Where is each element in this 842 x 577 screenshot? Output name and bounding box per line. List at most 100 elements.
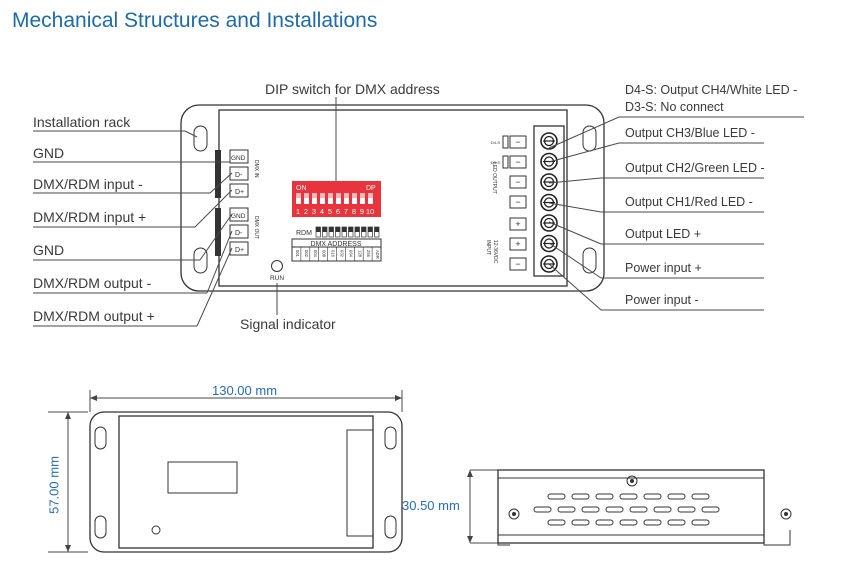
vent-slot [557, 506, 576, 513]
gnd-out-box [229, 207, 249, 222]
vent-slot [547, 493, 566, 500]
rdm-switch-knob [368, 227, 373, 232]
dip-switch-knob [320, 193, 325, 198]
address-bit-label: 016 [331, 250, 336, 258]
vent-slot [653, 506, 672, 513]
dip-switch-cell [296, 193, 301, 204]
term-mark-7 [509, 257, 527, 271]
address-bit-label: ADR [375, 250, 380, 259]
vent-slot [677, 506, 696, 513]
device-top-view: GND D- D+ GND D- D+ DMX IN DMX OUT ON DP… [180, 104, 605, 292]
vent-slot [595, 519, 614, 526]
led-output-text: LED OUTPUT [491, 162, 497, 194]
address-bit-label: 001 [295, 250, 300, 258]
vent-slot [667, 519, 686, 526]
vent-slot [619, 493, 638, 500]
address-bit-label: 032 [340, 250, 345, 258]
gnd-out-text: GND [231, 213, 246, 220]
dip-number: 5 [328, 207, 332, 216]
rdm-switch-knob [335, 227, 340, 232]
vent-slot [547, 519, 566, 526]
vent-slot [701, 506, 720, 513]
label-ch3: Output CH3/Blue LED - [625, 126, 755, 140]
device-body [218, 109, 568, 287]
page-title: Mechanical Structures and Installations [12, 9, 378, 32]
mount-slot [193, 125, 208, 152]
gnd-in-text: GND [231, 155, 246, 162]
front-dimension-view [48, 390, 403, 553]
dip-number: 3 [312, 207, 316, 216]
rdm-switch-knob [374, 227, 379, 232]
input-voltage-text: 12-36VDC [492, 240, 498, 264]
dmx-in-text: DMX IN [253, 160, 259, 178]
dip-switch-cell [368, 193, 373, 204]
vent-slot [605, 506, 624, 513]
vent-slot [643, 519, 662, 526]
d-plus-out-box [229, 241, 249, 256]
rdm-switch-knob [348, 227, 353, 232]
label-dmx-output-plus: DMX/RDM output + [33, 308, 155, 324]
dmx-out-connector [215, 208, 221, 256]
address-bit-label: 008 [322, 250, 327, 258]
dip-number: 8 [352, 207, 356, 216]
dip-switch-knob [336, 193, 341, 198]
term-mark-5 [509, 217, 527, 231]
address-bit-label: 004 [313, 250, 318, 258]
vent-slot [691, 493, 710, 500]
term-sign: − [515, 177, 520, 187]
run-led [271, 260, 283, 272]
dip-switch-cell [352, 193, 357, 204]
dmx-out-text: DMX OUT [253, 216, 259, 239]
dip-switch-cell [360, 193, 365, 204]
vent-slot [581, 506, 600, 513]
dip-switch-knob [368, 193, 373, 198]
d4s-small-text: D4-S [491, 140, 500, 145]
term-mark-3 [509, 175, 527, 189]
dip-on-text: ON [296, 185, 307, 192]
right-leader-lines [548, 116, 804, 311]
vent-slot [643, 493, 662, 500]
term-mark-6 [509, 237, 527, 251]
d-minus-out-text: D- [235, 230, 243, 237]
mount-slot [582, 247, 597, 274]
rdm-switch-knob [355, 227, 360, 232]
term-sign: − [515, 137, 520, 147]
vent-slot [629, 506, 648, 513]
dip-number: 10 [366, 207, 374, 216]
term-mark-4 [509, 195, 527, 209]
dip-switch-knob [344, 193, 349, 198]
dip-switch-cell [320, 193, 325, 204]
rdm-switch-knob [322, 227, 327, 232]
term-sign: − [515, 157, 520, 167]
run-text: RUN [270, 275, 284, 282]
d-plus-out-text: D+ [235, 247, 244, 254]
address-bit-label: 256 [366, 250, 371, 258]
d4s-jumper [502, 135, 509, 149]
label-d4s: D4-S: Output CH4/White LED - [625, 83, 798, 97]
dip-number: 4 [320, 207, 324, 216]
dip-switch-knob [296, 193, 301, 198]
dmx-address-text: DMX ADDRESS [311, 241, 362, 248]
term-sign: + [515, 219, 520, 229]
dip-switch-knob [328, 193, 333, 198]
address-bit-label: 064 [348, 250, 353, 258]
d3s-jumper [502, 155, 509, 169]
dip-switch-knob [304, 193, 309, 198]
vent-slot [667, 493, 686, 500]
terminal-screws [540, 132, 558, 273]
rdm-switch-knob [342, 227, 347, 232]
vent-slot [533, 506, 552, 513]
dip-number: 9 [360, 207, 364, 216]
dip-switch-cell [312, 193, 317, 204]
d-plus-in-text: D+ [235, 189, 244, 196]
vent-slot [619, 519, 638, 526]
dip-number: 1 [296, 207, 300, 216]
label-dmx-input-plus: DMX/RDM input + [33, 209, 147, 225]
dip-switch-cell [344, 193, 349, 204]
dip-switch-knob [352, 193, 357, 198]
dip-number: 7 [344, 207, 348, 216]
dip-number: 2 [304, 207, 308, 216]
